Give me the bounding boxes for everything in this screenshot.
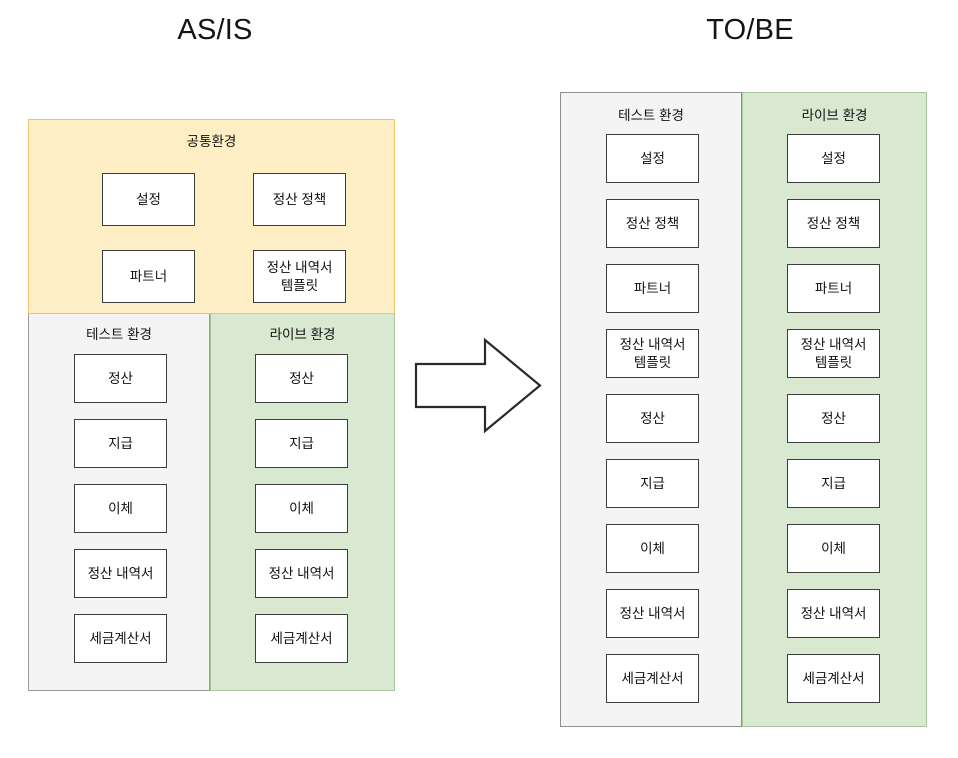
asis-test-node-payout[interactable]: 지급 (74, 419, 167, 468)
tobe-test-node-tax-invoice[interactable]: 세금계산서 (606, 654, 699, 703)
tobe-live-node-settlement-statement[interactable]: 정산 내역서 (787, 589, 880, 638)
asis-live-node-settlement-statement[interactable]: 정산 내역서 (255, 549, 348, 598)
tobe-test-node-partner[interactable]: 파트너 (606, 264, 699, 313)
asis-common-environment-label: 공통환경 (186, 134, 237, 149)
tobe-test-node-transfer[interactable]: 이체 (606, 524, 699, 573)
asis-live-environment-label: 라이브 환경 (269, 327, 336, 342)
tobe-live-node-payout[interactable]: 지급 (787, 459, 880, 508)
asis-test-environment-label: 테스트 환경 (86, 327, 152, 342)
asis-common-node-settlement-statement-template[interactable]: 정산 내역서 템플릿 (253, 250, 346, 303)
tobe-live-node-settings[interactable]: 설정 (787, 134, 880, 183)
asis-section-title: AS/IS (177, 14, 253, 46)
tobe-section-title: TO/BE (706, 14, 794, 46)
tobe-live-node-partner[interactable]: 파트너 (787, 264, 880, 313)
tobe-live-node-settlement-policy[interactable]: 정산 정책 (787, 199, 880, 248)
tobe-test-environment-label: 테스트 환경 (618, 108, 684, 123)
asis-test-node-settlement[interactable]: 정산 (74, 354, 167, 403)
tobe-test-node-settlement-statement[interactable]: 정산 내역서 (606, 589, 699, 638)
tobe-live-node-tax-invoice[interactable]: 세금계산서 (787, 654, 880, 703)
asis-live-environment-panel: 라이브 환경 정산 지급 이체 정산 내역서 세금계산서 (210, 314, 395, 691)
asis-common-node-partner[interactable]: 파트너 (102, 250, 195, 303)
asis-test-node-tax-invoice[interactable]: 세금계산서 (74, 614, 167, 663)
asis-common-environment-panel: 공통환경 설정 정산 정책 파트너 정산 내역서 템플릿 (28, 119, 395, 314)
tobe-test-node-settings[interactable]: 설정 (606, 134, 699, 183)
tobe-test-node-payout[interactable]: 지급 (606, 459, 699, 508)
tobe-live-environment-panel: 라이브 환경 설정 정산 정책 파트너 정산 내역서 템플릿 정산 지급 이체 … (742, 92, 927, 727)
asis-live-node-tax-invoice[interactable]: 세금계산서 (255, 614, 348, 663)
asis-test-node-settlement-statement[interactable]: 정산 내역서 (74, 549, 167, 598)
tobe-test-node-settlement-statement-template[interactable]: 정산 내역서 템플릿 (606, 329, 699, 378)
tobe-test-environment-panel: 테스트 환경 설정 정산 정책 파트너 정산 내역서 템플릿 정산 지급 이체 … (560, 92, 742, 727)
tobe-live-node-settlement-statement-template[interactable]: 정산 내역서 템플릿 (787, 329, 880, 378)
asis-live-node-transfer[interactable]: 이체 (255, 484, 348, 533)
right-arrow-icon (414, 337, 542, 434)
asis-test-node-transfer[interactable]: 이체 (74, 484, 167, 533)
tobe-test-node-settlement-policy[interactable]: 정산 정책 (606, 199, 699, 248)
asis-common-node-settings[interactable]: 설정 (102, 173, 195, 226)
asis-test-environment-panel: 테스트 환경 정산 지급 이체 정산 내역서 세금계산서 (28, 314, 210, 691)
asis-live-node-settlement[interactable]: 정산 (255, 354, 348, 403)
tobe-live-node-transfer[interactable]: 이체 (787, 524, 880, 573)
tobe-live-environment-label: 라이브 환경 (801, 108, 868, 123)
tobe-test-node-settlement[interactable]: 정산 (606, 394, 699, 443)
asis-common-node-settlement-policy[interactable]: 정산 정책 (253, 173, 346, 226)
tobe-live-node-settlement[interactable]: 정산 (787, 394, 880, 443)
asis-live-node-payout[interactable]: 지급 (255, 419, 348, 468)
